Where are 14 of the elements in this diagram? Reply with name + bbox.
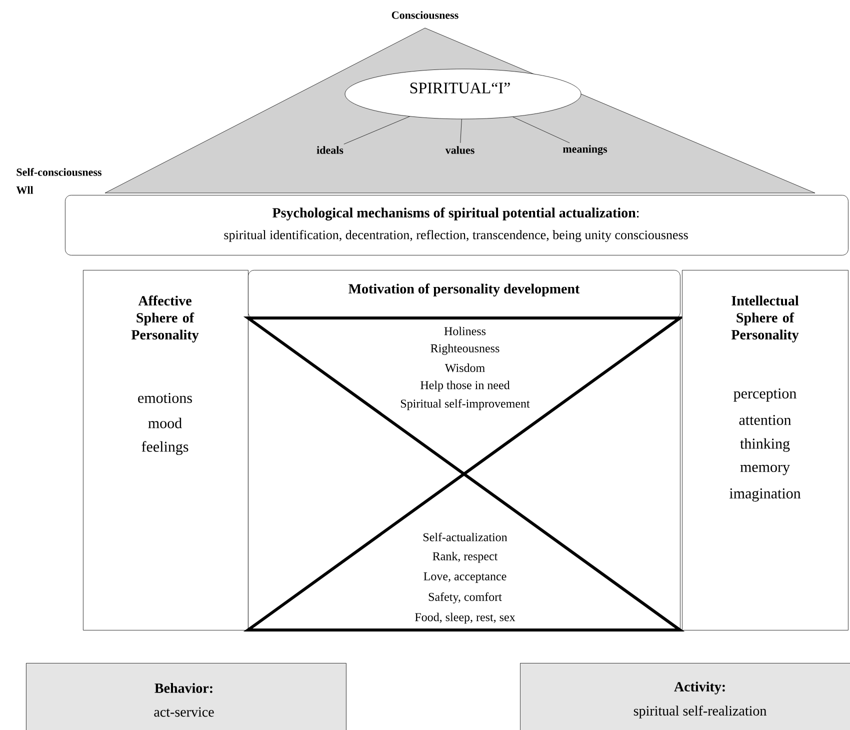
value-label: values [445, 146, 474, 154]
leader-line [460, 119, 462, 144]
rounded-box: Motivation of personality development [248, 270, 680, 318]
value-label: meanings [563, 144, 608, 156]
node-label: Consciousness [392, 11, 458, 19]
motivation-pyramid-box: Holiness Righteousness Wisdom Help those in need Spiritual self-improvement Self-actualization Rank, respect Love, acceptance Safety, comfort Food, sleep, rest, sex [243, 316, 685, 632]
rounded-box: Psychological mechanisms of spiritual potential actualization: spiritual identification, decentration, reflection, transcendence, being unity consciousness [65, 195, 848, 256]
leader-line [512, 116, 570, 144]
hatched-box: Activity: spiritual self-realization [520, 663, 850, 730]
side-label: Self-consciousness [16, 168, 102, 176]
leader-line [344, 116, 410, 144]
hatched-box: Behavior: act-service [26, 663, 346, 730]
side-label: Wll [16, 186, 34, 194]
value-label: ideals [316, 146, 344, 154]
